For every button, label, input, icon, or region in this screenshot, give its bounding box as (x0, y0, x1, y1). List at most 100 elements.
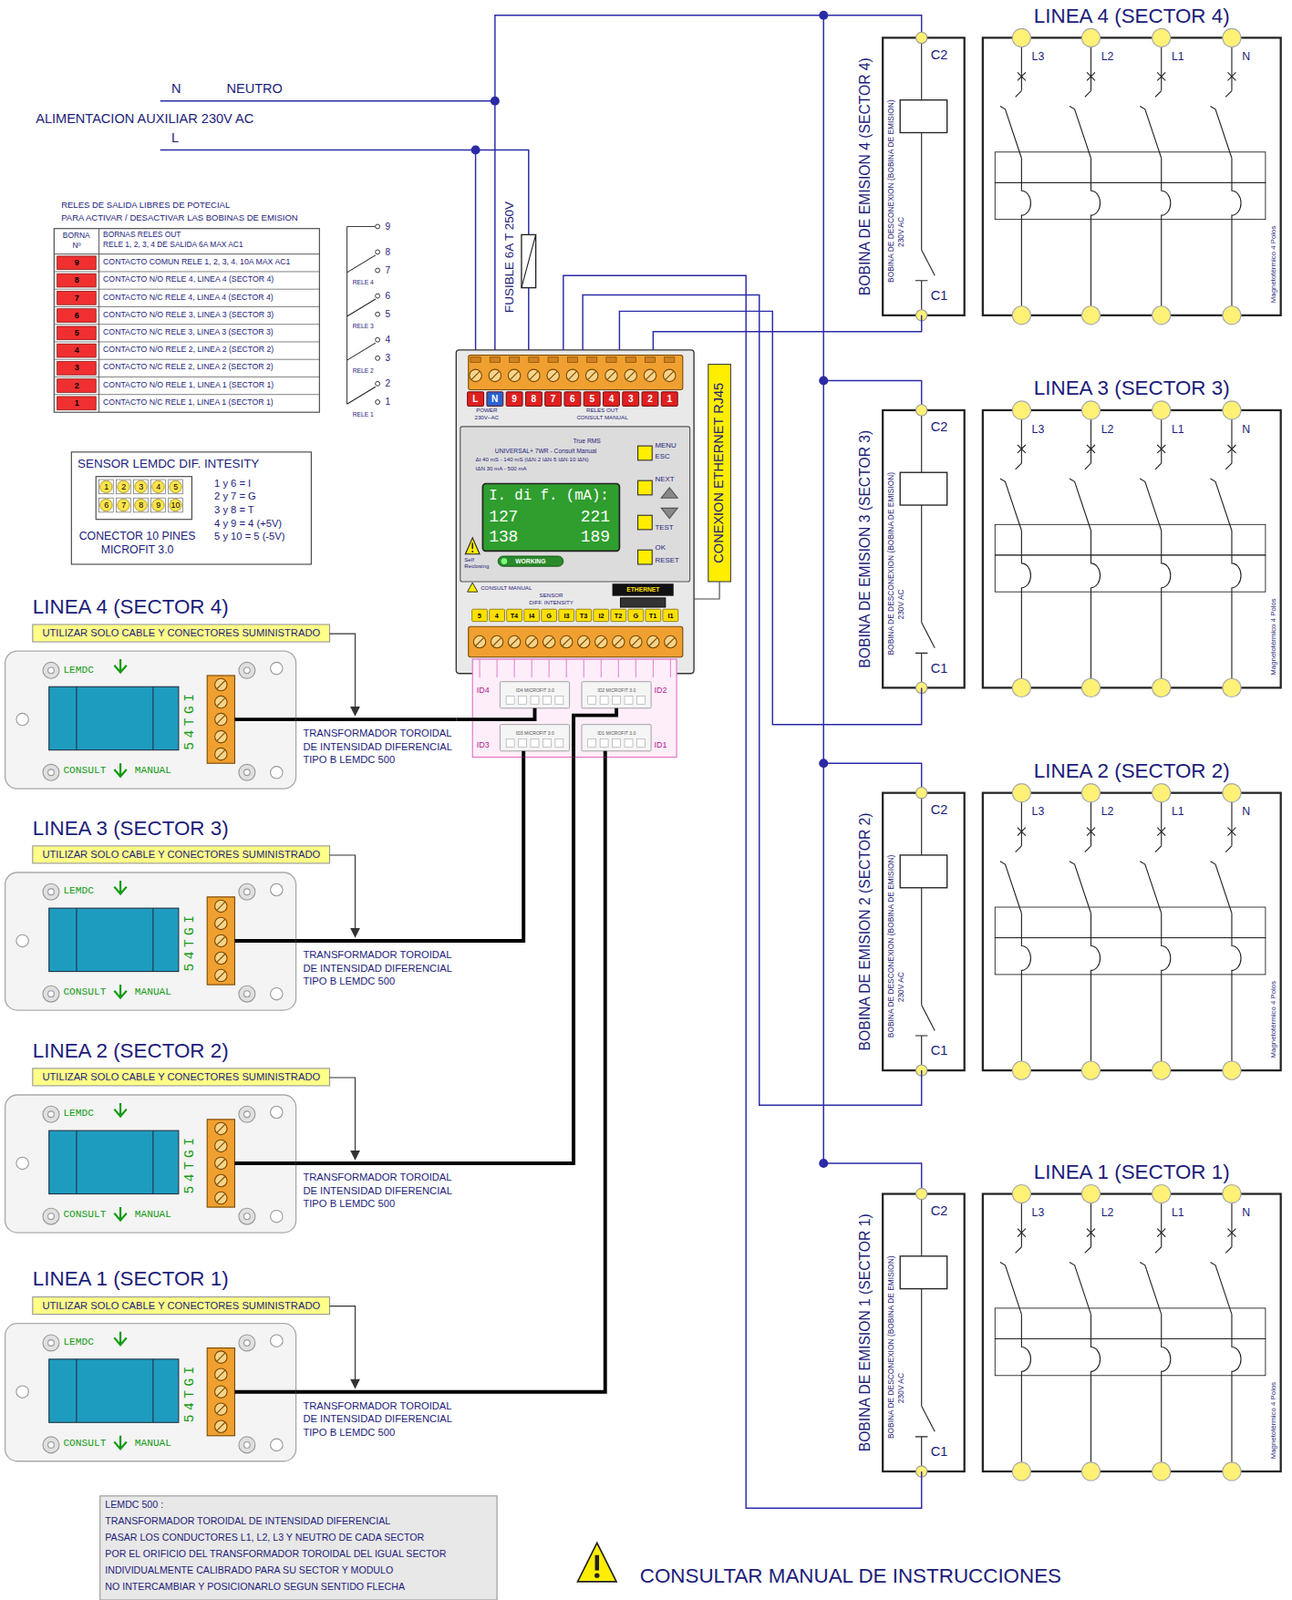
label: 230V AC (897, 589, 907, 620)
terminal-dot (1222, 1462, 1241, 1481)
mount-hole (16, 1385, 29, 1398)
breaker-box (982, 410, 1282, 688)
label: C2 (930, 803, 949, 819)
toroid (49, 686, 179, 750)
connector-pin (612, 695, 621, 704)
pin (152, 498, 165, 511)
table-cell (57, 273, 97, 288)
microfit-connector (581, 682, 652, 709)
mount-screw (48, 769, 55, 776)
warning-mark (595, 1555, 600, 1572)
label: C1 (930, 1043, 949, 1060)
label: UNIVERSAL+ 7WR - Consult Manual (495, 447, 597, 455)
pole-line (1231, 913, 1241, 1071)
board-trace (583, 659, 585, 678)
terminal-tag (545, 392, 562, 407)
label: N (1241, 805, 1251, 818)
screw-slot (548, 371, 558, 380)
label: L1 (1171, 50, 1185, 63)
mount-screw (244, 667, 251, 674)
pin (100, 480, 113, 493)
terminal-block (206, 1348, 235, 1437)
sensor-cable (234, 1390, 296, 1395)
label: 2 (385, 378, 392, 390)
screw-slot (217, 954, 226, 963)
neutral-wire (494, 101, 496, 351)
pole-blade (1000, 861, 1023, 914)
coil-box (882, 1194, 965, 1472)
terminal-tag (467, 392, 485, 407)
relay-table (53, 228, 320, 413)
label: Magnetotérmico 4 Polos (1268, 226, 1277, 303)
label: ID3 MICROFIT 3.0 (516, 730, 555, 736)
label: RELE 1 (352, 411, 374, 419)
label: 9 (155, 500, 161, 510)
mount-screw (42, 661, 60, 679)
label: 1 (385, 396, 392, 408)
label: TEST (655, 523, 674, 532)
terminal-block (206, 675, 235, 764)
label: 9 (74, 258, 80, 268)
terminal-dot (1152, 28, 1171, 47)
mount-hole (270, 1105, 283, 1118)
label: L2 (1101, 805, 1115, 818)
screw (527, 369, 540, 382)
label: 5 (385, 309, 392, 321)
label: Magnetotérmico 4 Polos (1268, 598, 1277, 675)
status-led (501, 558, 508, 565)
leader-arrow (351, 1151, 360, 1160)
pin-cell (116, 497, 132, 513)
sensor-tag (558, 609, 575, 621)
label: TIPO B LEMDC 500 (302, 754, 395, 766)
board-trace (635, 659, 637, 678)
label: L3 (1032, 1206, 1045, 1220)
relay-terminal (375, 337, 381, 342)
screw (630, 635, 642, 648)
label: LINEA 1 (SECTOR 1) (1033, 1160, 1230, 1185)
sensor-cable (455, 708, 535, 720)
toroid (49, 1130, 179, 1194)
table-cell (57, 343, 97, 358)
terminal-notch (644, 357, 655, 363)
leader-line (693, 581, 720, 600)
terminal-notch (664, 357, 675, 363)
mount-hole (270, 883, 283, 896)
label: 1 y 6 = I (214, 477, 251, 490)
screw-slot (490, 371, 499, 380)
label: 2 y 7 = G (214, 490, 257, 503)
pin-cell (134, 479, 149, 495)
label: 127 (488, 507, 518, 528)
terminal-notch (625, 357, 636, 363)
pole-blade (1000, 105, 1023, 158)
label: ID1 MICROFIT 3.0 (597, 730, 636, 736)
label: RESET (655, 556, 680, 565)
coil-box (882, 37, 965, 315)
pole-contact (1085, 463, 1092, 470)
terminal-dot (1152, 401, 1171, 420)
screw-slot (217, 750, 226, 759)
pole-mark (1227, 827, 1236, 837)
screw (605, 369, 618, 382)
coil-box (882, 793, 965, 1071)
screw (566, 369, 579, 382)
connector-pin (588, 738, 597, 747)
label: L2 (1101, 50, 1115, 63)
screw (215, 1385, 228, 1398)
trip-coil-box: BOBINA DE EMISION 4 (SECTOR 4)BOBINA DE … (882, 37, 965, 315)
label: L1 (1171, 805, 1185, 818)
label: BOBINA DE DESCONEXION (BOBINA DE EMISION… (886, 99, 896, 283)
connector-pin (612, 738, 621, 747)
coil-symbol (899, 100, 947, 134)
label: NEXT (655, 475, 675, 485)
coil-line (920, 410, 922, 473)
label: CONSULT (62, 986, 106, 999)
screw-slot (217, 1370, 226, 1379)
label: LINEA 4 (SECTOR 4) (32, 595, 229, 620)
label: MANUAL (134, 1437, 172, 1450)
status-badge (497, 556, 564, 567)
label: Nº (72, 241, 81, 251)
junction-dot (818, 758, 828, 768)
label: C1 (930, 289, 949, 305)
label: LINEA 2 (SECTOR 2) (1033, 759, 1230, 784)
pole-mark (1157, 827, 1166, 837)
